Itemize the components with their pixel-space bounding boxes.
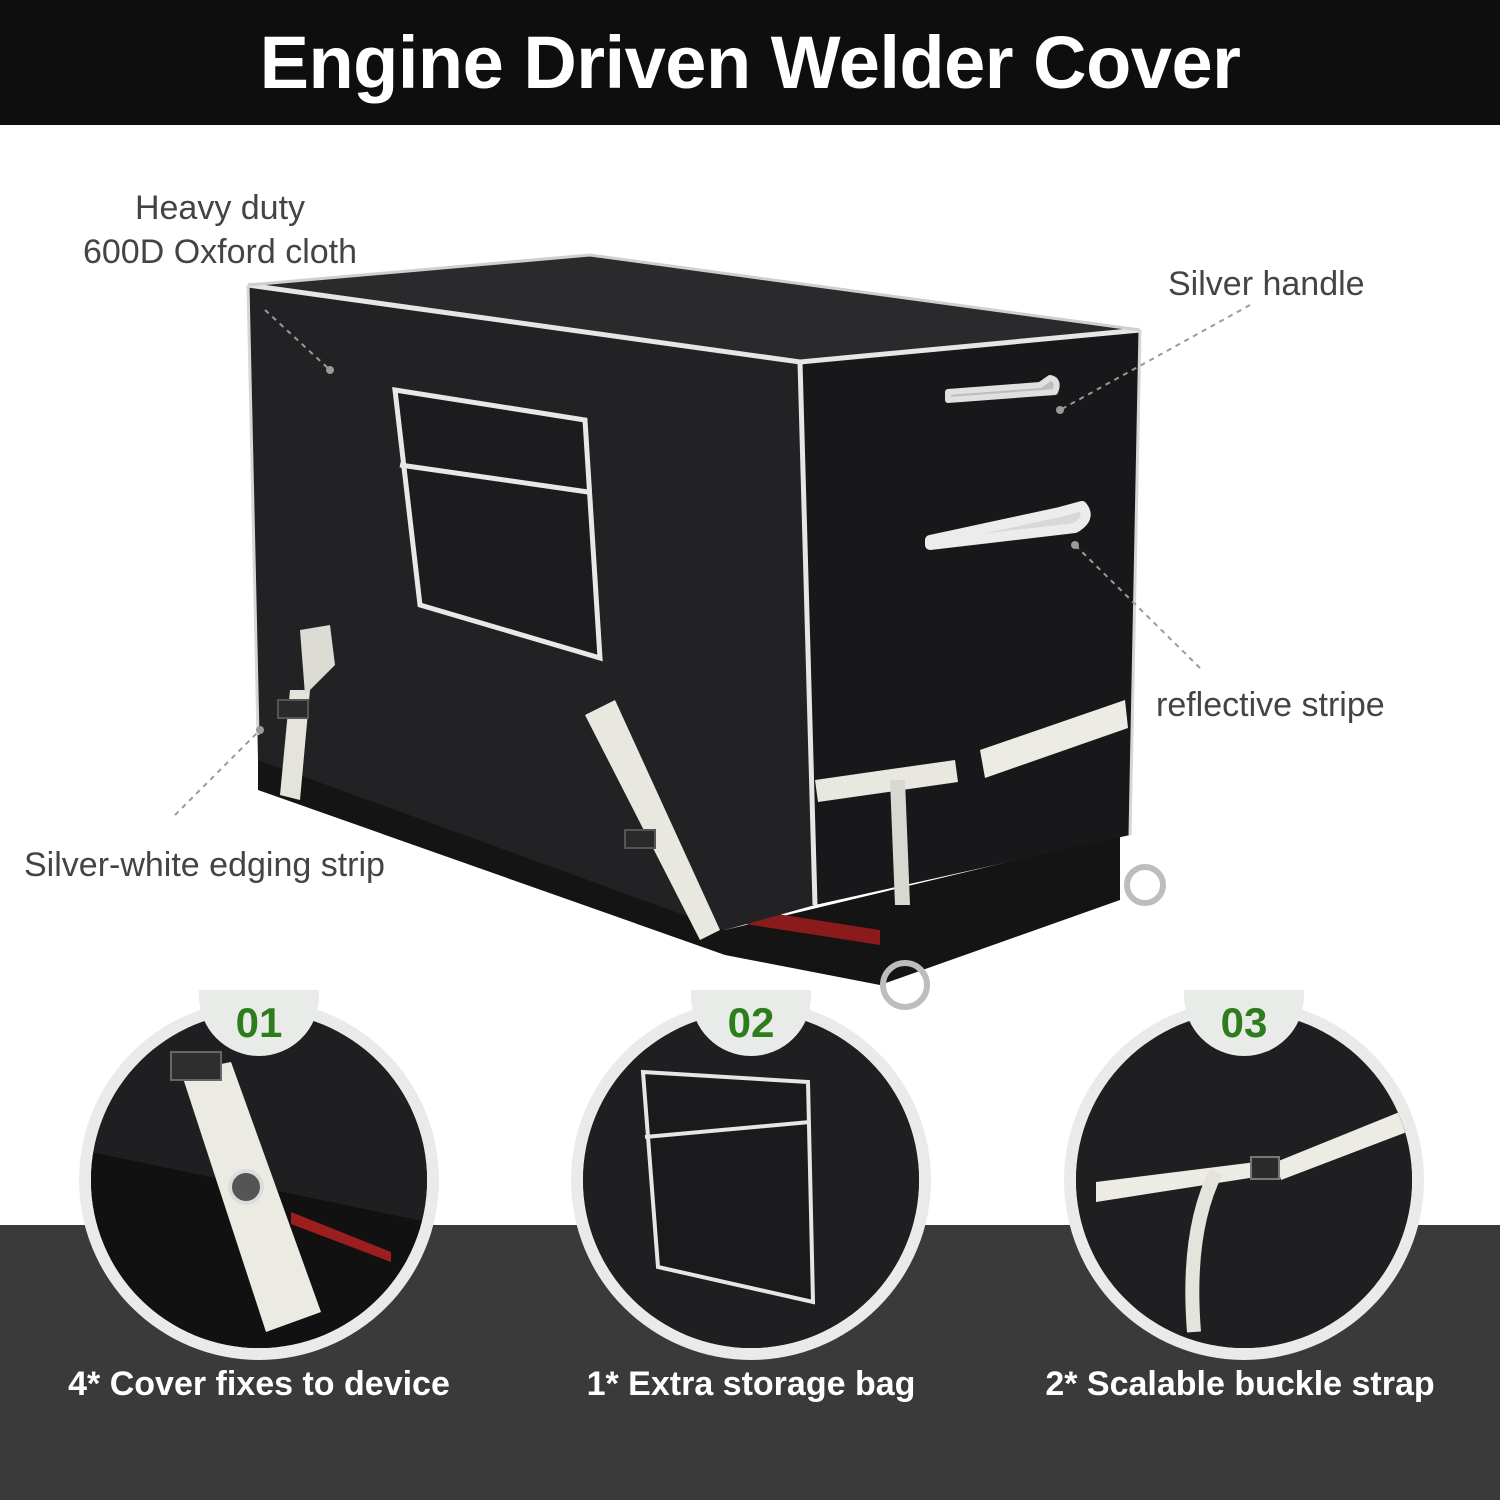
front-strap-left-top — [300, 625, 335, 695]
silver-handle-lower — [925, 501, 1091, 550]
fixing-strap-detail — [91, 1012, 427, 1348]
shackle-ring-side — [1124, 864, 1166, 906]
front-strap-right — [585, 700, 720, 940]
cover-side-face — [800, 330, 1140, 905]
page-title: Engine Driven Welder Cover — [259, 21, 1241, 104]
feature-number-tab: 03 — [1184, 990, 1304, 1056]
welder-frame — [258, 735, 1120, 985]
leader-line-edging — [174, 729, 261, 816]
leader-dot-edging — [256, 726, 264, 734]
buckle-strap-detail — [1076, 1012, 1412, 1348]
feature-detail-image — [1076, 1012, 1412, 1348]
reflective-callout: reflective stripe — [1156, 686, 1385, 724]
material-callout: Heavy duty 600D Oxford cloth — [60, 186, 380, 274]
leader-dot-reflective — [1071, 541, 1079, 549]
leader-line-material — [264, 309, 331, 371]
feature-number: 03 — [1220, 999, 1268, 1046]
feature-detail-image — [583, 1012, 919, 1348]
edging-callout: Silver-white edging strip — [24, 846, 385, 884]
storage-bag-detail — [583, 1012, 919, 1348]
edging-strip-corner — [797, 361, 818, 906]
cover-top-face — [248, 255, 1140, 362]
storage-pocket-flap — [399, 462, 589, 495]
edging-strip-left — [246, 284, 260, 736]
feature-caption-1: 4* Cover fixes to device — [68, 1365, 450, 1403]
handle-callout: Silver handle — [1168, 265, 1365, 303]
title-banner: Engine Driven Welder Cover — [0, 0, 1500, 125]
feature-number: 02 — [727, 999, 775, 1046]
feature-caption-2: 1* Extra storage bag — [586, 1365, 916, 1403]
material-callout-line2: 600D Oxford cloth — [82, 233, 358, 271]
edging-strip-back — [247, 253, 1141, 332]
feature-card-1: 01 — [29, 990, 489, 1360]
reflective-stripe — [815, 760, 958, 802]
edging-strip-right — [1128, 329, 1142, 836]
feature-caption-3: 2* Scalable buckle strap — [1045, 1365, 1435, 1403]
silver-handle-upper — [945, 375, 1060, 403]
storage-pocket — [392, 387, 603, 662]
feature-card-2: 02 — [521, 990, 981, 1360]
leader-dot-material — [326, 366, 334, 374]
strap-buckle-right — [624, 829, 656, 849]
leader-dot-handle — [1056, 406, 1064, 414]
feature-detail-image — [91, 1012, 427, 1348]
feature-number: 01 — [235, 999, 283, 1046]
side-buckle-strap — [890, 780, 910, 905]
shackle-ring-front — [880, 960, 930, 1010]
reflective-stripe-strap — [980, 700, 1128, 778]
material-callout-line1: Heavy duty — [134, 189, 306, 227]
feature-card-3: 03 — [1014, 990, 1474, 1360]
strap-buckle-left — [277, 699, 309, 719]
leader-line-handle — [1059, 304, 1251, 411]
